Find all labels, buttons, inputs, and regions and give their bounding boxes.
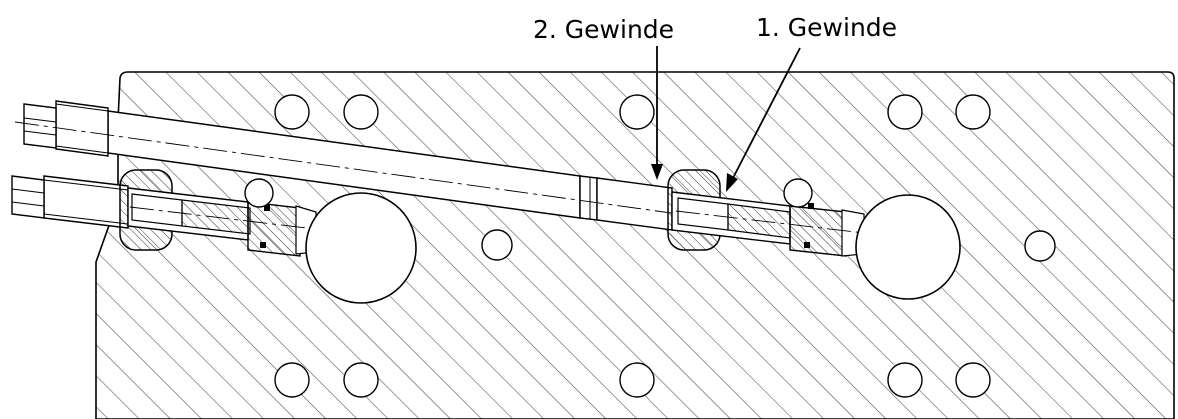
hole [343, 362, 379, 398]
hole [244, 178, 274, 208]
hole [955, 94, 991, 130]
label-thread-1: 1. Gewinde [756, 13, 897, 42]
left-thread-assembly [119, 169, 341, 257]
hole [343, 94, 379, 130]
hex-nut-upper [23, 103, 57, 149]
lower-rod [11, 175, 129, 229]
callout-leaders [651, 46, 801, 192]
hole [274, 362, 310, 398]
hole [481, 229, 513, 261]
hole [955, 362, 991, 398]
right-thread-assembly [667, 169, 891, 257]
hole [274, 94, 310, 130]
hole [1024, 230, 1056, 262]
hole [783, 178, 813, 208]
hex-nut-lower [11, 175, 45, 219]
cooling-holes [244, 94, 1056, 398]
hole [619, 94, 655, 130]
label-thread-2: 2. Gewinde [533, 15, 674, 44]
upper-rod [14, 100, 701, 231]
hole [887, 362, 923, 398]
hole [619, 362, 655, 398]
hole [887, 94, 923, 130]
large-bore-left [305, 192, 417, 304]
large-bore-right [855, 194, 961, 300]
